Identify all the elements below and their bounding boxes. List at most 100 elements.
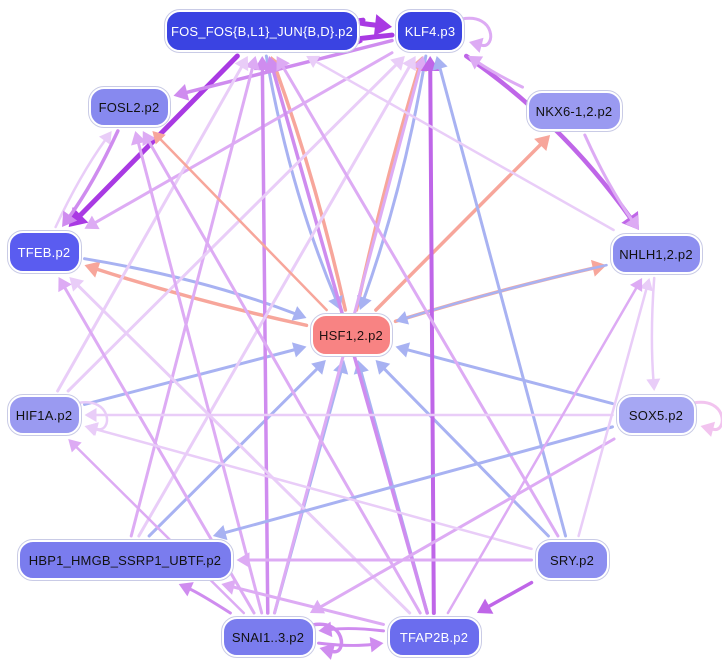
arrowhead [468, 55, 484, 70]
edge-hsf-fosl2 [152, 131, 328, 312]
arrowhead [395, 342, 411, 358]
edge-snai-fosl2 [131, 131, 264, 615]
arrowhead [630, 278, 643, 292]
arrowhead [85, 422, 99, 436]
arrowhead [395, 311, 410, 325]
edge-sry-hbp1 [236, 552, 533, 568]
arrowhead [131, 131, 147, 146]
node-hif1a-p2[interactable]: HIF1A.p2 [6, 394, 82, 436]
edge-snai-hif1a [68, 439, 246, 615]
node-label: HIF1A.p2 [15, 407, 73, 423]
node-snai1-3-p2[interactable]: SNAI1..3.p2 [220, 616, 316, 658]
node-label: SNAI1..3.p2 [231, 629, 305, 645]
edge-hbp1-fos [129, 56, 260, 538]
arrowhead [369, 636, 384, 653]
node-hbp1-hmgb-ssrp1-ubtf-p2[interactable]: HBP1_HMGB_SSRP1_UBTF.p2 [16, 539, 234, 581]
arrowhead [84, 408, 97, 422]
arrowhead [477, 598, 494, 614]
edge-hsf-tfeb [84, 261, 309, 328]
arrowhead [625, 214, 639, 230]
edge-hif1a-klf4 [66, 56, 405, 393]
arrowhead [84, 261, 101, 278]
arrowhead [244, 56, 260, 71]
arrowhead [700, 421, 716, 437]
arrowhead [402, 56, 416, 72]
arrowhead [62, 210, 78, 227]
edge-fos-klf4 [354, 14, 392, 37]
self-loop-snai [310, 622, 344, 660]
edge-snai-tfap2b [317, 636, 384, 653]
edge-hif1a-fos [56, 56, 249, 393]
edge-nkx6-klf4 [468, 55, 524, 89]
node-fos-fos-b-l1-jun-b-d-p2[interactable]: FOS_FOS{B,L1}_JUN{B,D}.p2 [164, 9, 360, 53]
edge-nkx6-nhlh [583, 133, 639, 230]
edge-hbp1-klf4 [137, 56, 416, 538]
node-tfeb-p2[interactable]: TFEB.p2 [6, 230, 82, 274]
edge-sry-nhlh [577, 278, 653, 538]
arrowhead [212, 525, 228, 541]
arrowhead [356, 295, 372, 310]
arrowhead [291, 342, 307, 358]
edge-hif1a-hsf [83, 342, 307, 406]
arrowhead [276, 56, 290, 72]
edge-tfap2b-tfeb [69, 277, 412, 615]
node-hsf1-2-p2[interactable]: HSF1,2.p2 [309, 313, 393, 357]
self-loop-hif1a [77, 401, 109, 436]
arrowhead [178, 582, 194, 597]
edge-sry-tfap2b [477, 580, 534, 614]
node-nkx6-1-2-p2[interactable]: NKX6-1,2.p2 [525, 90, 623, 132]
arrowhead [173, 83, 190, 101]
node-klf4-p3[interactable]: KLF4.p3 [395, 9, 465, 53]
node-label: NKX6-1,2.p2 [535, 103, 613, 119]
arrowhead [319, 643, 336, 660]
node-sox5-p2[interactable]: SOX5.p2 [615, 394, 697, 436]
edge-klf4-hsf [356, 54, 428, 310]
arrowhead [69, 277, 85, 292]
arrowhead [221, 579, 236, 595]
edge-sry-fos [276, 56, 560, 538]
edge-sry-hsf [375, 360, 550, 538]
edge-tfeb-fosl2 [54, 131, 112, 229]
node-nhlh1-2-p2[interactable]: NHLH1,2.p2 [609, 233, 703, 275]
self-loop-sox5 [692, 400, 722, 437]
node-label: FOSL2.p2 [98, 99, 160, 115]
arrowhead [142, 131, 157, 147]
node-fosl2-p2[interactable]: FOSL2.p2 [87, 86, 171, 128]
arrowhead [639, 278, 653, 292]
edge-hbp1-hsf [147, 360, 326, 538]
arrowhead [291, 306, 307, 321]
edge-tfap2b-hbp1 [221, 579, 385, 626]
edge-klf4-nhlh [463, 53, 639, 230]
arrowhead [68, 439, 82, 453]
node-label: HBP1_HMGB_SSRP1_UBTF.p2 [28, 552, 222, 568]
arrowhead [375, 360, 391, 375]
arrowhead [646, 378, 661, 391]
edge-nhlh-sox5 [646, 276, 661, 391]
node-label: FOS_FOS{B,L1}_JUN{B,D}.p2 [170, 23, 354, 39]
edge-tfap2b-fosl2 [142, 131, 422, 615]
edge-tfap2b-nhlh [446, 278, 643, 615]
arrowhead [469, 37, 484, 53]
arrowhead [236, 552, 250, 568]
arrowhead [590, 259, 607, 277]
node-sry-p2[interactable]: SRY.p2 [534, 539, 610, 581]
arrowhead [234, 56, 249, 72]
node-label: SOX5.p2 [628, 407, 684, 423]
node-tfap2b-p2[interactable]: TFAP2B.p2 [386, 616, 482, 658]
self-loop-klf4 [460, 16, 493, 53]
arrowhead [390, 56, 405, 71]
arrowhead [152, 131, 166, 145]
arrowhead [534, 135, 551, 151]
edge-klf4-tfeb [84, 51, 394, 230]
edge-nhlh-fos [306, 55, 615, 232]
edge-sox5-hsf [395, 342, 614, 406]
node-label: TFEB.p2 [17, 244, 71, 260]
edge-tfap2b-klf4 [420, 56, 440, 615]
node-label: NHLH1,2.p2 [619, 246, 693, 262]
arrowhead [373, 14, 392, 37]
node-label: HSF1,2.p2 [319, 327, 383, 343]
arrowhead [98, 131, 112, 145]
node-label: SRY.p2 [549, 552, 595, 568]
